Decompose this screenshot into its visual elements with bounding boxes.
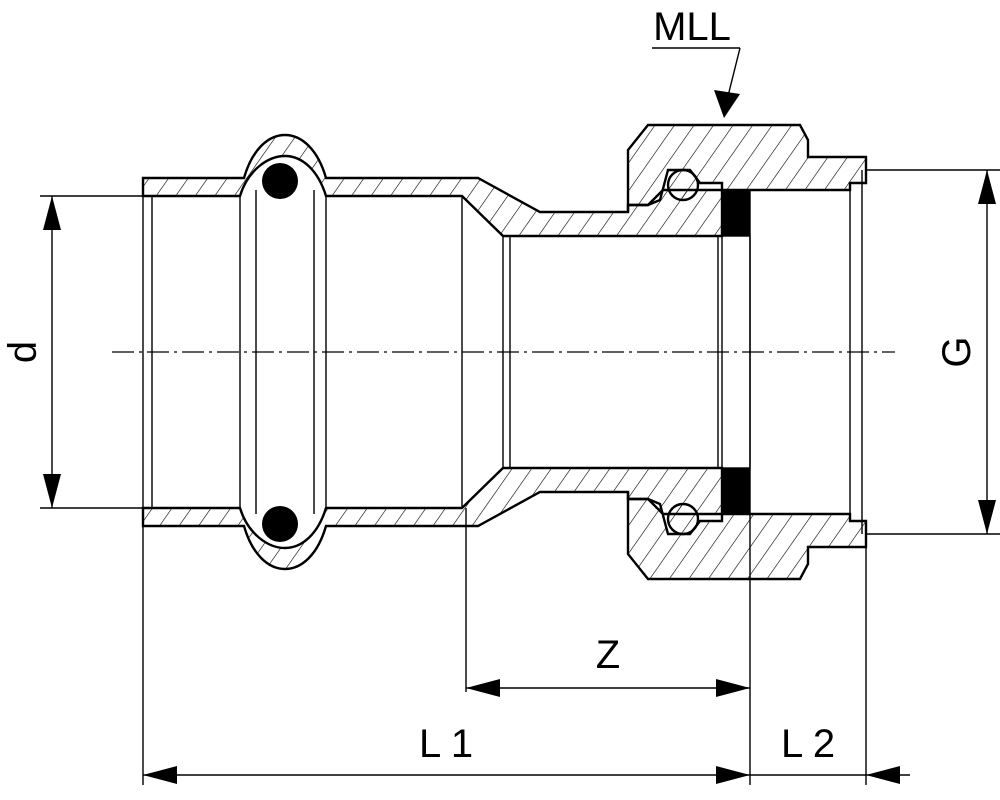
- gasket-bottom: [722, 468, 750, 514]
- dimension-d: [40, 195, 143, 509]
- dimension-g: [866, 169, 1000, 535]
- label-d: d: [1, 341, 45, 363]
- label-g: G: [935, 336, 979, 367]
- dimension-l1: [142, 526, 750, 785]
- dimension-l2: [750, 547, 910, 785]
- leader-mll: [652, 47, 741, 118]
- nut-ring-top: [666, 168, 700, 202]
- label-l2: L 2: [781, 722, 835, 766]
- label-mll: MLL: [653, 5, 731, 49]
- bore-lines: [142, 190, 719, 514]
- label-l1: L 1: [419, 722, 473, 766]
- o-ring-top: [262, 163, 298, 199]
- label-z: Z: [596, 633, 620, 677]
- gasket-top: [722, 190, 750, 236]
- dimension-z: [465, 508, 751, 785]
- o-ring-bottom: [262, 506, 298, 542]
- nut-ring-bottom: [666, 502, 700, 536]
